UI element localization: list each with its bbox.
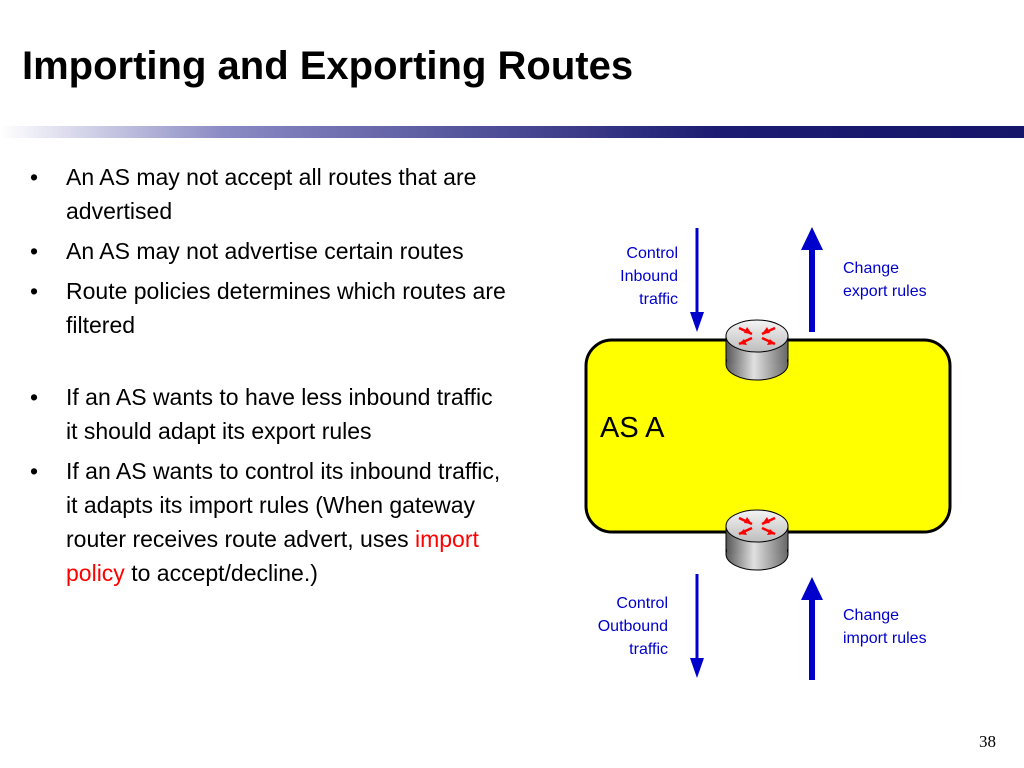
bullet-text: If an AS wants to control its inbound tr… bbox=[66, 458, 501, 552]
router-icon bbox=[725, 509, 789, 571]
bullet-item: If an AS wants to have less inbound traf… bbox=[30, 380, 510, 448]
as-label: AS A bbox=[600, 412, 665, 444]
bullet-item: If an AS wants to control its inbound tr… bbox=[30, 454, 510, 590]
bullet-item: An AS may not advertise certain routes bbox=[30, 234, 510, 268]
arrow-up-icon bbox=[801, 227, 823, 332]
title-rule bbox=[0, 126, 1024, 138]
arrow-down-icon bbox=[690, 228, 704, 332]
bullet-item: Route policies determines which routes a… bbox=[30, 274, 510, 342]
page-number: 38 bbox=[979, 732, 996, 751]
arrow-up-icon bbox=[801, 577, 823, 680]
router-icon bbox=[725, 319, 789, 381]
arrow-down-icon bbox=[690, 574, 704, 678]
change-import-label: Change import rules bbox=[843, 607, 927, 647]
bullet-text: to accept/decline.) bbox=[124, 560, 318, 586]
control-inbound-label: Control Inbound traffic bbox=[620, 245, 678, 308]
slide-title: Importing and Exporting Routes bbox=[22, 44, 634, 88]
bullet-list: An AS may not accept all routes that are… bbox=[30, 160, 510, 596]
bullet-item: An AS may not accept all routes that are… bbox=[30, 160, 510, 228]
control-outbound-label: Control Outbound traffic bbox=[597, 595, 668, 658]
change-export-label: Change export rules bbox=[843, 260, 927, 300]
import-policy-highlight: import policy bbox=[66, 526, 479, 586]
